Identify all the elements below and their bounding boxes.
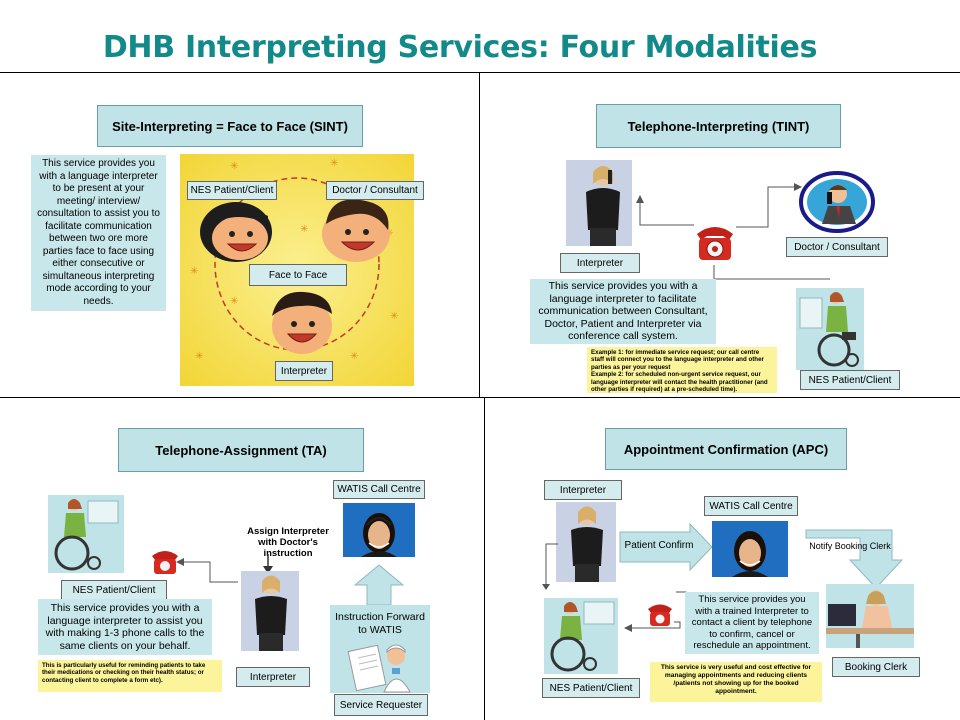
ta-connector-line [176, 558, 238, 583]
sint-interpreter-label: Interpreter [275, 361, 333, 381]
svg-text:✳: ✳ [230, 296, 238, 307]
apc-patient-confirm-text: Patient Confirm [624, 540, 694, 551]
apc-description: This service provides you with a trained… [685, 592, 819, 654]
svg-text:✳: ✳ [300, 224, 308, 235]
sint-heading: Site-Interpreting = Face to Face (SINT) [97, 105, 363, 147]
ta-call-centre-photo [343, 503, 415, 557]
ta-requester-label: Service Requester [334, 694, 428, 716]
ta-call-centre-label: WATIS Call Centre [333, 480, 425, 499]
svg-text:✳: ✳ [330, 158, 338, 169]
apc-phone-connector [624, 591, 687, 632]
interpreter-face-icon [272, 291, 332, 354]
tint-patient-wheelchair-photo [796, 288, 864, 370]
apc-booking-clerk-label: Booking Clerk [832, 657, 920, 677]
svg-text:✳: ✳ [195, 351, 203, 362]
apc-heading: Appointment Confirmation (APC) [605, 428, 847, 470]
apc-patient-confirm-arrow [619, 522, 713, 572]
frame-vertical-top [479, 72, 480, 398]
ta-instruction-text: Instruction Forward to WATIS [330, 605, 430, 693]
ta-down-arrow [263, 554, 273, 574]
tint-description: This service provides you with a languag… [530, 279, 716, 344]
ta-interpreter-label: Interpreter [236, 667, 310, 687]
svg-text:✳: ✳ [230, 161, 238, 172]
apc-call-centre-label: WATIS Call Centre [704, 496, 798, 516]
sint-doctor-label: Doctor / Consultant [326, 181, 424, 200]
doctor-face-icon [322, 199, 390, 262]
svg-text:✳: ✳ [350, 351, 358, 362]
ta-red-phone-icon [152, 551, 178, 574]
apc-patient-label: NES Patient/Client [542, 678, 640, 698]
ta-requester-illustration [347, 644, 411, 693]
sint-center-label: Face to Face [249, 264, 347, 286]
red-phone-icon [697, 227, 733, 260]
apc-left-connector [542, 543, 558, 590]
sint-description: This service provides you with a languag… [31, 155, 166, 311]
ta-patient-label: NES Patient/Client [61, 580, 167, 600]
svg-text:✳: ✳ [190, 266, 198, 277]
tint-patient-label: NES Patient/Client [800, 370, 900, 390]
apc-interpreter-photo [556, 502, 616, 582]
ta-heading: Telephone-Assignment (TA) [118, 428, 364, 472]
svg-text:✳: ✳ [390, 311, 398, 322]
frame-top-line [0, 72, 960, 73]
tint-heading: Telephone-Interpreting (TINT) [596, 104, 841, 148]
ta-note: This is particularly useful for remindin… [38, 660, 222, 692]
ta-patient-wheelchair-photo [48, 495, 124, 573]
frame-middle-line [0, 397, 960, 398]
apc-notify-text: Notify Booking Clerk [809, 541, 891, 551]
apc-booking-clerk-photo [826, 584, 914, 648]
page-title: DHB Interpreting Services: Four Modaliti… [102, 30, 818, 65]
apc-note: This service is very useful and cost eff… [650, 662, 822, 702]
frame-vertical-bottom [484, 397, 485, 720]
apc-interpreter-label: Interpreter [544, 480, 622, 500]
apc-notify-arrow [805, 529, 904, 589]
tint-interpreter-label: Interpreter [560, 253, 640, 273]
tint-doctor-label: Doctor / Consultant [786, 237, 888, 257]
sint-patient-label: NES Patient/Client [187, 181, 277, 200]
doctor-on-phone-icon [799, 171, 875, 233]
ta-assign-text: Assign Interpreter with Doctor's instruc… [247, 526, 329, 559]
apc-call-centre-photo [712, 521, 788, 577]
tint-interpreter-photo [566, 160, 632, 246]
ta-interpreter-photo [241, 571, 299, 651]
ta-up-arrow-icon [353, 564, 405, 606]
tint-note: Example 1: for immediate service request… [587, 347, 777, 393]
apc-patient-wheelchair-photo [544, 598, 618, 674]
ta-description: This service provides you with a languag… [38, 599, 212, 655]
patient-face-icon [200, 202, 272, 262]
apc-red-phone-icon [648, 604, 672, 626]
tint-connector-arrows [636, 183, 830, 280]
